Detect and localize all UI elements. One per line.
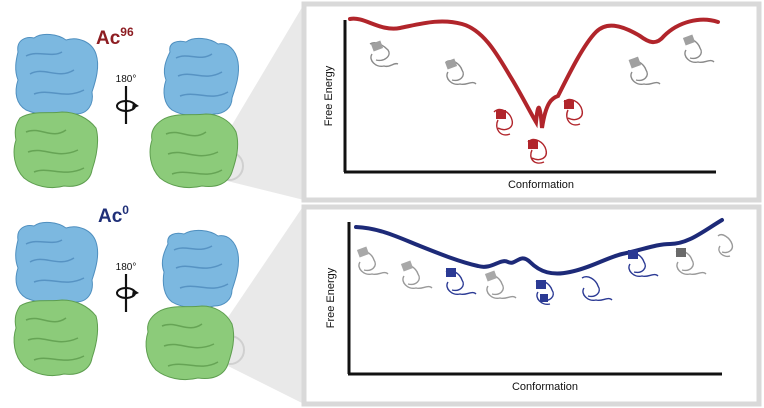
x-axis-label-bottom: Conformation xyxy=(512,381,578,393)
structure-folded-red-3 xyxy=(563,98,583,126)
axes-bottom xyxy=(347,222,722,376)
structure-unfolded-2 xyxy=(444,58,477,86)
rotation-label-bottom: 180° xyxy=(116,262,137,273)
structure-blue-b7 xyxy=(627,250,659,278)
structure-grey-b1 xyxy=(356,246,389,276)
structure-grey-b8 xyxy=(675,248,707,276)
rotation-label-top: 180° xyxy=(116,74,137,85)
protein-density-bottom-left xyxy=(13,221,99,377)
structure-grey-b2 xyxy=(400,260,433,290)
energy-curve-top xyxy=(348,16,720,129)
landscape-panel-top xyxy=(301,1,762,203)
state-label-top: Ac96 xyxy=(96,25,134,49)
structure-grey-b9 xyxy=(717,234,734,258)
y-axis-label-bottom: Free Energy xyxy=(325,267,337,328)
x-axis-label-top: Conformation xyxy=(508,179,574,191)
rotation-arrow-icon-bottom xyxy=(116,274,139,312)
structure-unfolded-3 xyxy=(628,56,661,86)
protein-density-top-left xyxy=(13,33,99,189)
structure-unfolded-1 xyxy=(369,40,399,68)
structure-folded-red-2 xyxy=(527,138,547,164)
rotation-arrow-icon-top xyxy=(116,86,139,124)
energy-curve-bottom xyxy=(354,218,724,276)
axes-top xyxy=(343,20,716,174)
structure-unfolded-4 xyxy=(682,34,715,64)
structure-grey-b4 xyxy=(484,270,517,300)
structure-blue-b3 xyxy=(445,268,477,296)
structure-folded-red-1 xyxy=(493,108,513,136)
structure-blue-b5 xyxy=(535,280,554,306)
state-label-bottom: Ac0 xyxy=(98,203,129,227)
protein-density-bottom-right xyxy=(145,229,239,381)
protein-density-top-right xyxy=(149,37,239,189)
structure-blue-b6 xyxy=(581,276,613,302)
bottom-zoom-callout xyxy=(214,205,304,404)
y-axis-label-top: Free Energy xyxy=(323,65,335,126)
